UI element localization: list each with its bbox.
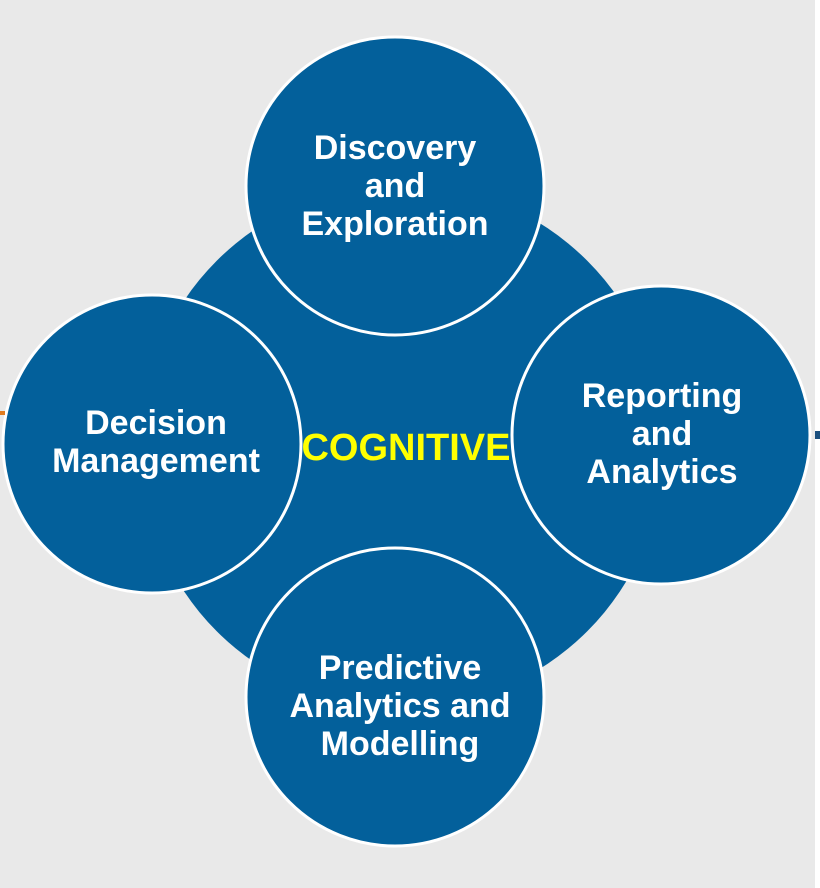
left-arrow-fragment bbox=[0, 411, 5, 415]
node-circle-top bbox=[244, 35, 546, 337]
node-circle-right bbox=[510, 284, 812, 586]
right-edge-strip bbox=[815, 0, 820, 888]
node-label-reporting: Reporting and Analytics bbox=[581, 377, 743, 491]
node-label-decision: Decision Management bbox=[52, 404, 260, 480]
node-circle-bottom bbox=[244, 546, 546, 848]
center-label-cognitive: COGNITIVE bbox=[301, 427, 511, 469]
node-label-predictive: Predictive Analytics and Modelling bbox=[289, 649, 511, 763]
core-circle bbox=[140, 184, 664, 708]
node-label-discovery: Discovery and Exploration bbox=[301, 129, 489, 243]
right-connector-tick bbox=[815, 431, 820, 439]
node-circle-left bbox=[1, 293, 303, 595]
